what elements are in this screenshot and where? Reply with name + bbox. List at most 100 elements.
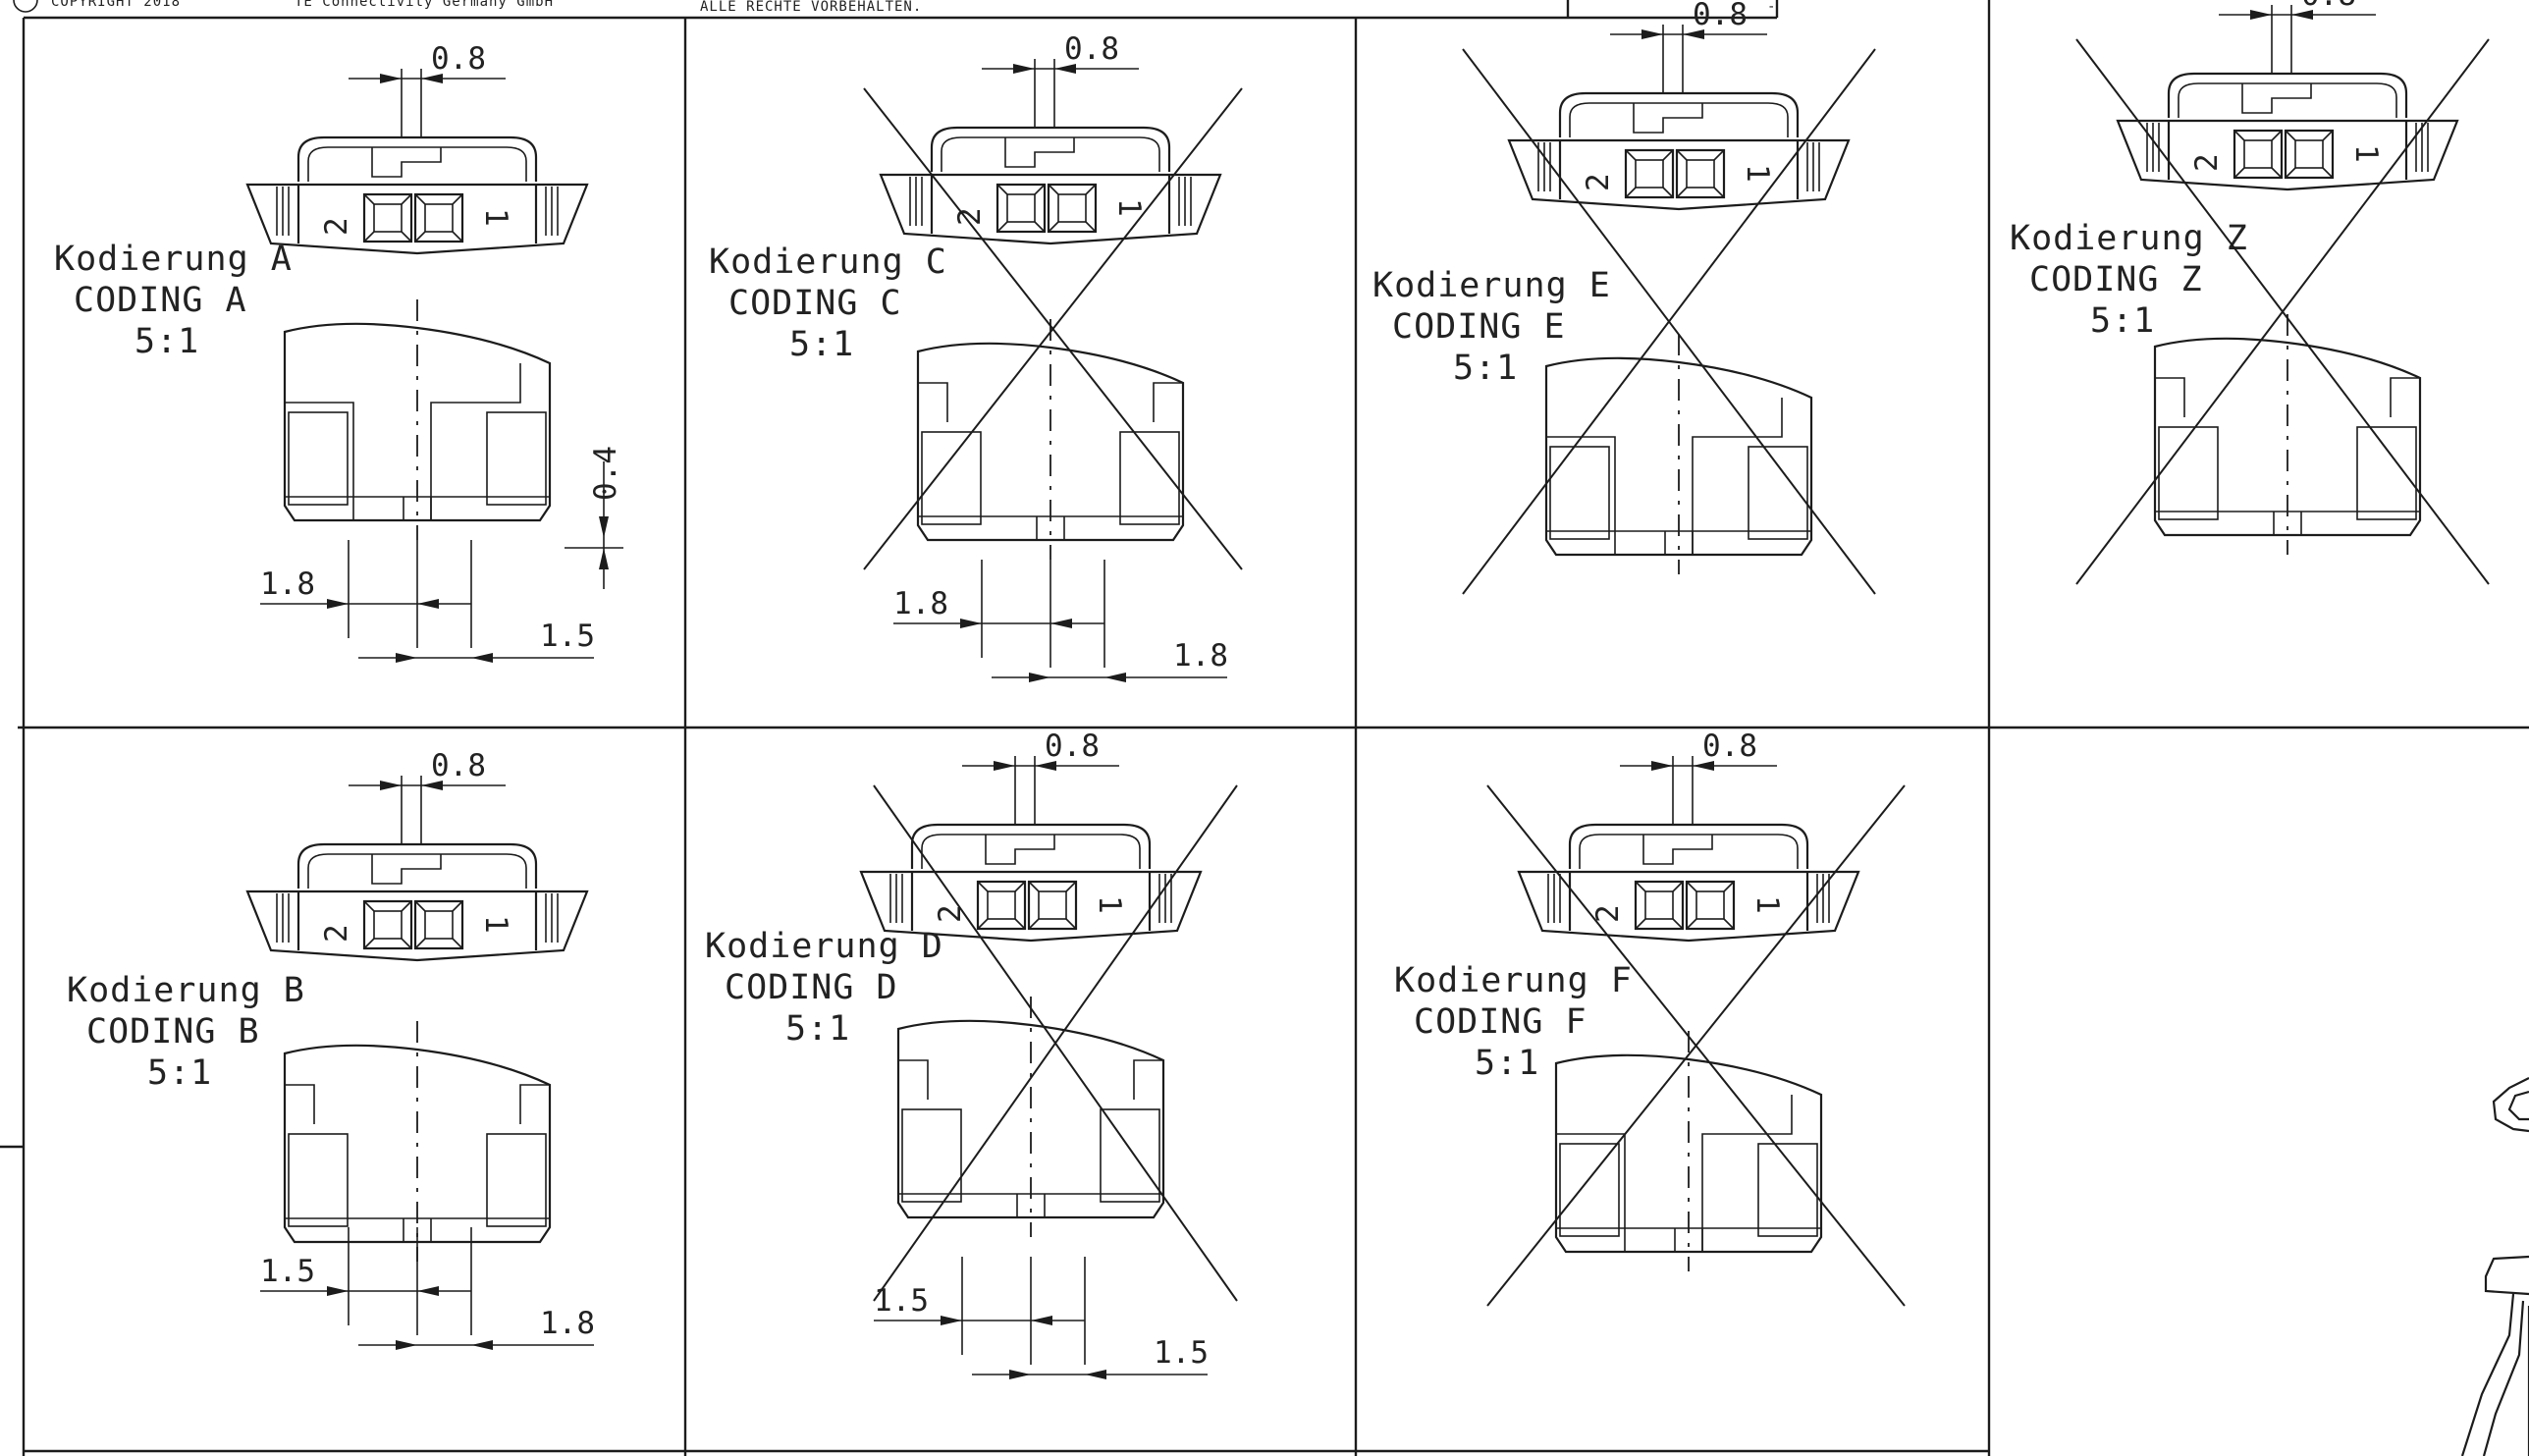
housing-inner-edge	[1579, 834, 1799, 869]
pin-number-label: 2	[1581, 173, 1616, 191]
chamfer	[363, 938, 375, 949]
chamfer	[1713, 187, 1725, 198]
chamfer	[2271, 167, 2283, 179]
chamfer	[414, 900, 426, 912]
housing-inner-edge	[307, 853, 527, 889]
chamfer	[452, 193, 463, 205]
dim-value-left: 1.8	[893, 586, 948, 621]
chamfer	[401, 938, 412, 949]
pin-cavity	[976, 880, 1027, 931]
pin-cavity	[1047, 183, 1098, 234]
pin-cavity-inner	[373, 203, 403, 233]
coding-notch	[1004, 137, 1075, 168]
dimension-arrow	[1104, 673, 1126, 682]
housing-inner-edge	[941, 136, 1160, 172]
pin-cavity-inner	[987, 890, 1016, 920]
chamfer	[977, 881, 989, 892]
dimension-top: 0.8	[1620, 728, 1777, 825]
dim-value-right: 1.5	[1154, 1335, 1209, 1371]
housing-shell	[296, 135, 538, 182]
chamfer	[977, 918, 989, 930]
dimension-arrow	[327, 599, 349, 609]
pin-cavity	[2284, 129, 2335, 180]
rights-text: ALLE RECHTE VORBEHALTEN.	[700, 0, 922, 15]
chamfer	[1065, 881, 1077, 892]
cross-out-line	[873, 784, 1238, 1302]
chamfer	[1686, 881, 1697, 892]
flange	[245, 890, 589, 962]
inner-wall	[1153, 382, 1183, 422]
dimension-bottom: 1.81.8	[893, 560, 1228, 682]
copyright-icon	[13, 0, 38, 13]
dimension-arrow	[1641, 29, 1663, 39]
pin-number-label: 1	[1092, 895, 1127, 914]
chamfer	[1676, 149, 1688, 161]
chamfer	[363, 193, 375, 205]
revision-mark: -	[1767, 0, 1776, 15]
pin-cavity-inner	[1038, 890, 1067, 920]
dimension-arrow	[471, 1340, 493, 1350]
caption-scale: 5:1	[2090, 301, 2155, 341]
dimension-arrow	[599, 548, 609, 569]
cavity-slot	[1549, 446, 1610, 540]
dimension-top: 0.8	[982, 31, 1139, 128]
pin-number-label: 1	[1111, 198, 1147, 217]
chamfer	[996, 184, 1008, 195]
dimension-arrow	[1054, 64, 1076, 74]
inner-wall	[430, 363, 521, 520]
dimension-arrow	[1009, 1370, 1031, 1379]
pin-cavity-inner	[1644, 890, 1674, 920]
dimension-arrow	[599, 516, 609, 538]
dim-value-left: 1.8	[260, 566, 315, 602]
dimension-arrow	[994, 761, 1015, 771]
section-view	[283, 299, 552, 540]
cross-out-line	[1462, 48, 1876, 595]
chamfer	[1028, 881, 1040, 892]
housing-inner-edge	[921, 834, 1141, 869]
chamfer	[1672, 881, 1684, 892]
dimension-arrow	[2291, 10, 2313, 20]
dimension-top: 0.8	[349, 748, 506, 844]
flange	[1507, 138, 1851, 211]
caption-kodierung: Kodierung C	[709, 243, 947, 282]
pin-cavity	[2233, 129, 2284, 180]
chamfer	[1662, 149, 1674, 161]
dimension-bottom: 1.81.50.4	[260, 446, 623, 663]
dimension-arrow	[417, 1286, 439, 1296]
dimension-bottom: 1.51.5	[874, 1257, 1209, 1379]
pin-cavity-inner	[1695, 890, 1725, 920]
pin-number-label: 1	[478, 208, 513, 227]
chamfer	[1635, 918, 1646, 930]
pin-cavity-inner	[1057, 193, 1087, 223]
chamfer	[452, 900, 463, 912]
chamfer	[363, 900, 375, 912]
pin-number-label: 2	[1590, 904, 1626, 923]
inner-wall	[1556, 1133, 1626, 1252]
dimension-arrow	[941, 1316, 962, 1325]
section-view	[896, 997, 1165, 1237]
chamfer	[1635, 881, 1646, 892]
pin-number-label: 2	[319, 924, 354, 943]
inner-wall	[1692, 398, 1783, 555]
pin-number-label: 2	[319, 217, 354, 236]
pin-cavity	[1027, 880, 1078, 931]
cavity-slot	[1757, 1143, 1818, 1237]
caption-coding: CODING Z	[2029, 260, 2203, 299]
pin-cavity	[995, 183, 1047, 234]
chamfer	[414, 231, 426, 243]
pin-cavity-inner	[1006, 193, 1036, 223]
chamfer	[2285, 130, 2296, 141]
flange	[859, 870, 1203, 943]
dim-value-top: 0.8	[1702, 728, 1757, 764]
chamfer	[414, 938, 426, 949]
chamfer	[1672, 918, 1684, 930]
housing-shell	[1558, 91, 1800, 137]
